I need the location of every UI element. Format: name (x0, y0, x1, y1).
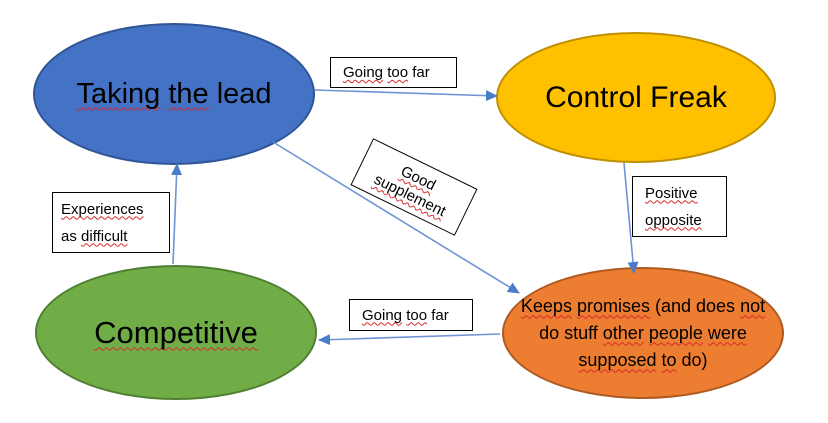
misspelled-word: were (707, 322, 747, 343)
connector-competitive-to-taking (171, 163, 183, 265)
misspelled-word: too (406, 306, 428, 324)
misspelled-word: Going (362, 306, 403, 324)
label-experiences-line-1: Experiences (61, 196, 144, 223)
label-going-too-far-top-text: Going too far (343, 64, 430, 81)
label-going-too-far-bottom-text: Going too far (362, 307, 449, 324)
misspelled-word: not (740, 295, 766, 316)
node-competitive: Competitive (35, 265, 317, 400)
label-experiences-line-2: as difficult (61, 223, 127, 250)
label-positive-opposite-line-1: Positive (645, 180, 698, 207)
node-keeps-promises-line-3: supposed to do) (578, 347, 707, 374)
word: far (408, 64, 430, 81)
connector-keeps-to-competitive (318, 333, 501, 346)
word: do) (676, 349, 708, 370)
node-taking-the-lead: Taking the lead (33, 23, 315, 165)
word: (and does (650, 295, 741, 316)
word: as (61, 227, 82, 245)
node-keeps-promises-line-2: do stuff other people were (539, 320, 747, 347)
misspelled-word: Going (343, 64, 384, 81)
node-keeps-promises: Keeps promises (and does not do stuff ot… (502, 267, 784, 399)
node-control-freak-label: Control Freak (545, 81, 727, 115)
label-going-too-far-top: Going too far (330, 57, 457, 88)
misspelled-word: Experiences (61, 200, 144, 218)
misspelled-word: supposed (578, 349, 657, 370)
connector-taking-to-control (314, 89, 498, 102)
misspelled-word: people (648, 322, 703, 343)
label-good-supplement: Good supplement (350, 138, 478, 236)
misspelled-word: opposite (645, 211, 702, 229)
node-taking-the-lead-label: Taking the lead (76, 78, 271, 111)
misspelled-word: Positive (645, 184, 698, 202)
word: lead (208, 77, 272, 110)
misspelled-word: Keeps (520, 295, 572, 316)
word: Control Freak (545, 80, 727, 114)
misspelled-word: Competitive (94, 314, 258, 350)
misspelled-word: other (602, 322, 644, 343)
misspelled-word: too (387, 64, 409, 81)
word: far (427, 306, 449, 324)
node-control-freak: Control Freak (496, 32, 776, 163)
label-positive-opposite-line-2: opposite (645, 207, 702, 234)
node-keeps-promises-line-1: Keeps promises (and does not (521, 293, 765, 320)
label-going-too-far-bottom: Going too far (349, 299, 473, 331)
word: do stuff (539, 322, 603, 343)
misspelled-word: promises (576, 295, 650, 316)
misspelled-word: difficult (81, 227, 128, 245)
node-competitive-label: Competitive (94, 315, 258, 351)
label-positive-opposite: Positive opposite (632, 176, 727, 237)
misspelled-word: Taking (76, 77, 161, 110)
misspelled-word: the (168, 77, 209, 110)
misspelled-word: to (661, 349, 677, 370)
label-experiences-as-difficult: Experiences as difficult (52, 192, 170, 253)
